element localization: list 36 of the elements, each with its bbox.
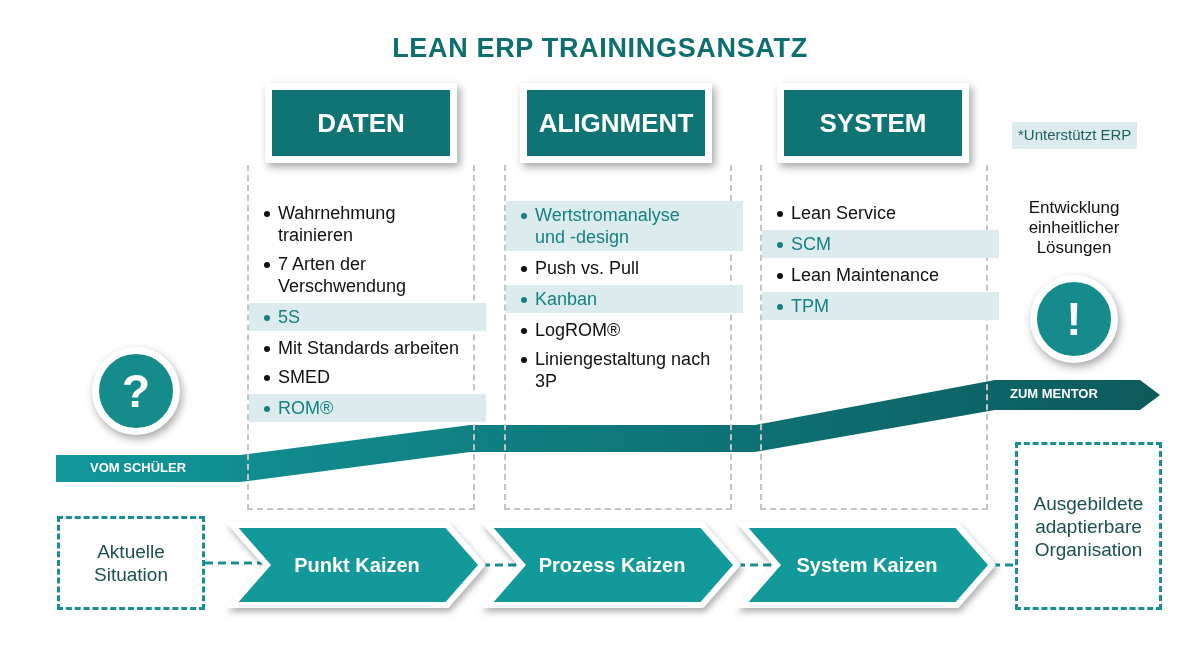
title: LEAN ERP TRAININGSANSATZ	[391, 32, 809, 65]
list-item: Wahrnehmung trainieren	[278, 202, 397, 246]
list-item: ROM®	[278, 397, 334, 419]
list-item: Mit Standards arbeiten	[278, 337, 460, 359]
box-text: Aktuelle Situation	[93, 540, 169, 586]
dashed-box	[57, 516, 205, 610]
heading-text: DATEN	[317, 106, 405, 140]
list-item: Push vs. Pull	[535, 257, 640, 279]
highlighted-item	[249, 394, 486, 422]
list-item: SCM	[791, 233, 831, 255]
list-item: TPM	[791, 295, 829, 317]
highlighted-item	[506, 201, 743, 251]
list-item: Kanban	[535, 288, 598, 310]
box-text: Ausgebildete adaptierbare Organisation	[1032, 491, 1145, 561]
highlighted-item	[506, 285, 743, 313]
symbol-text: ?	[121, 368, 151, 414]
heading-text: ALIGNMENT	[538, 106, 694, 140]
list-item: LogROM®	[535, 319, 621, 341]
ribbon-label: VOM SCHÜLER	[90, 460, 187, 476]
highlighted-item	[249, 303, 486, 331]
list-item: Lean Service	[791, 202, 897, 224]
list-item: 5S	[278, 306, 301, 328]
list-item: SMED	[278, 366, 330, 388]
list-item: Wertstromanalyse und -design	[535, 204, 681, 248]
dashed-box	[1015, 442, 1162, 610]
symbol-text: !	[1066, 296, 1082, 342]
heading-text: SYSTEM	[819, 106, 927, 140]
highlighted-item	[762, 292, 999, 320]
dashed-connector	[992, 563, 1015, 567]
legend-item: *Unterstützt ERP	[1012, 122, 1138, 149]
list-item: Liniengestaltung nach 3P	[535, 348, 712, 392]
list-item: Lean Maintenance	[791, 264, 940, 286]
list-item: 7 Arten der Verschwendung	[278, 253, 408, 297]
highlighted-item	[762, 230, 999, 258]
caption-text: Entwicklung einheitlicher Lösungen	[1027, 198, 1121, 258]
ribbon-label: ZUM MENTOR	[1010, 386, 1098, 402]
